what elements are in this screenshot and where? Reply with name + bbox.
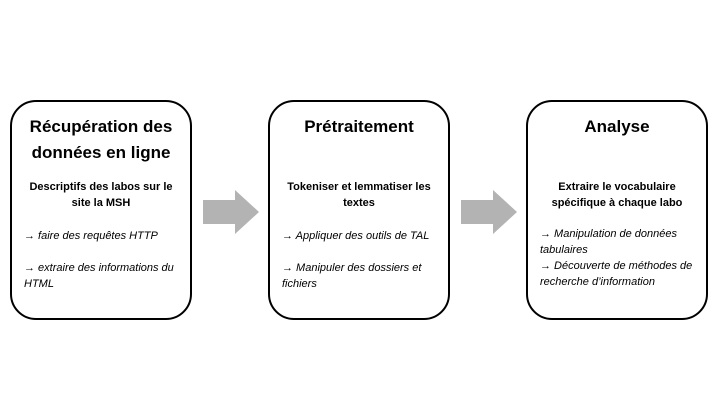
stage-box-analyse: Analyse Extraire le vocabulaire spécifiq… <box>526 100 708 320</box>
stage-item: → Manipuler des dossiers et fichiers <box>282 262 422 290</box>
stage-subtitle: Extraire le vocabulaire spécifique à cha… <box>551 181 683 209</box>
stage-box-recuperation: Récupération des données en ligne Descri… <box>10 100 192 320</box>
stage-subtitle: Descriptifs des labos sur le site la MSH <box>29 181 173 209</box>
stage-subtitle: Tokeniser et lemmatiser les textes <box>287 181 431 209</box>
stage-item: → faire des requêtes HTTP <box>24 230 158 242</box>
stage-title: Prétraitement <box>304 117 414 136</box>
right-arrow-icon <box>461 190 517 234</box>
stage-item: → Appliquer des outils de TAL <box>282 230 430 242</box>
stage-item: → extraire des informations du HTML <box>24 262 174 290</box>
stage-box-pretraitement: Prétraitement Tokeniser et lemmatiser le… <box>268 100 450 320</box>
stage-item: → Manipulation de données tabulaires <box>540 228 677 256</box>
stage-title: Analyse <box>584 117 650 136</box>
stage-item: → Découverte de méthodes de recherche d’… <box>540 260 693 288</box>
stage-title: Récupération des données en ligne <box>29 117 173 162</box>
right-arrow-icon <box>203 190 259 234</box>
